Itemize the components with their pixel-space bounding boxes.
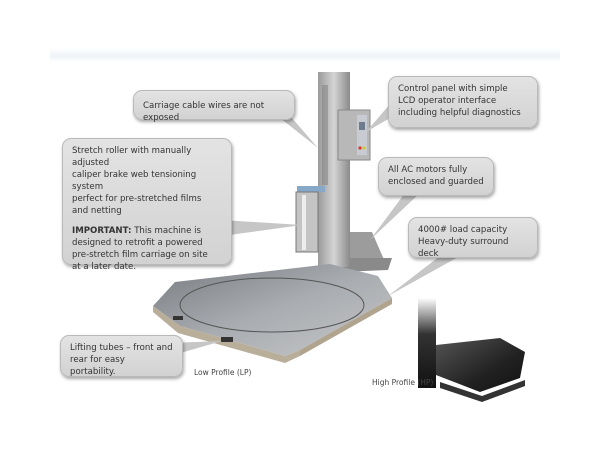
high-profile-label: High Profile (HP) xyxy=(372,378,434,387)
callout-ac-motors: All AC motors fully enclosed and guarded xyxy=(378,157,494,196)
callout-lifting-tubes: Lifting tubes – front and rear for easy … xyxy=(60,335,183,377)
high-profile-deck xyxy=(436,338,525,392)
callout-stretch-roller: Stretch roller with manually adjusted ca… xyxy=(62,138,232,272)
low-profile-label: Low Profile (LP) xyxy=(194,368,252,377)
callout-carriage-cable: Carriage cable wires are not exposed xyxy=(133,90,295,123)
turntable-deck xyxy=(153,264,392,356)
carriage-top xyxy=(297,186,325,192)
callout-load-capacity: 4000# load capacity Heavy-duty surround … xyxy=(408,217,538,259)
callout-control-panel: Control panel with simple LCD operator i… xyxy=(388,76,538,128)
high-profile-mast xyxy=(418,298,436,388)
header-band xyxy=(50,48,560,62)
